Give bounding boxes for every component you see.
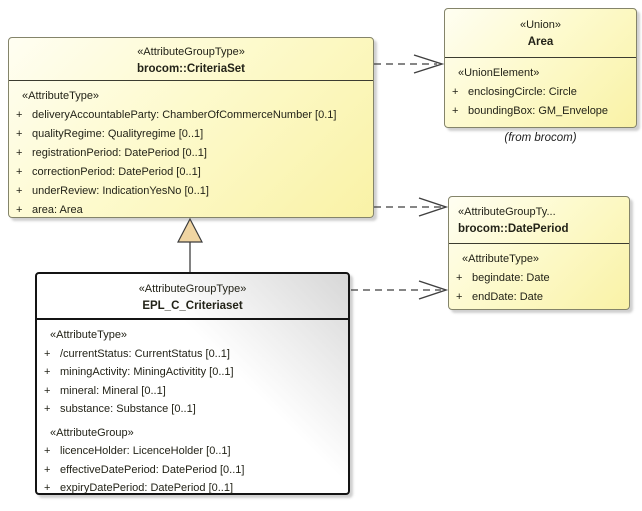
attribute-compartment: «AttributeType» + deliveryAccountablePart… — [9, 81, 373, 220]
class-stereotype: «AttributeGroupTy... — [458, 206, 556, 218]
attribute-row: + substance: Substance [0..1] — [37, 400, 348, 419]
visibility-marker: + — [16, 128, 23, 140]
attribute-compartment: «AttributeType» + begindate: Date + endDat… — [449, 244, 629, 307]
attribute-row: + /currentStatus: CurrentStatus [0..1] — [37, 345, 348, 364]
generalization-arrow-epl-criteriaset — [177, 217, 203, 272]
attribute-row: + area: Area — [9, 201, 373, 220]
attribute-stereotype-label: «AttributeType» — [50, 329, 128, 341]
class-box-epl-c-criteriaset[interactable]: «AttributeGroupType» EPL_C_Criteriaset «… — [35, 272, 350, 495]
attribute-row: + miningActivity: MiningActivitity [0..1] — [37, 363, 348, 382]
class-name: brocom::CriteriaSet — [137, 63, 245, 75]
attribute-text: deliveryAccountableParty: ChamberOfComme… — [32, 109, 337, 121]
attribute-text: enclosingCircle: Circle — [468, 86, 577, 98]
attribute-row: + begindate: Date — [449, 269, 629, 288]
visibility-marker: + — [456, 272, 463, 284]
visibility-marker: + — [44, 445, 51, 457]
attribute-text: expiryDatePeriod: DatePeriod [0..1] — [60, 482, 234, 494]
visibility-marker: + — [16, 166, 23, 178]
attribute-row: + endDate: Date — [449, 288, 629, 307]
visibility-marker: + — [44, 347, 51, 360]
class-stereotype: «AttributeGroupType» — [137, 46, 245, 58]
visibility-marker: + — [452, 105, 459, 117]
attribute-row: + correctionPeriod: DatePeriod [0..1] — [9, 163, 373, 182]
attribute-text: qualityRegime: Qualityregime [0..1] — [32, 128, 204, 140]
visibility-marker: + — [44, 482, 51, 494]
visibility-marker: + — [44, 366, 51, 378]
attribute-text: mineral: Mineral [0..1] — [60, 384, 166, 397]
visibility-marker: + — [44, 403, 51, 415]
attribute-row: + licenceHolder: LicenceHolder [0..1] — [37, 442, 348, 461]
visibility-marker: + — [452, 86, 459, 98]
attribute-text: registrationPeriod: DatePeriod [0..1] — [32, 147, 207, 159]
attribute-row: + underReview: IndicationYesNo [0..1] — [9, 182, 373, 201]
attribute-row: + deliveryAccountableParty: ChamberOfComm… — [9, 106, 373, 125]
attribute-text: licenceHolder: LicenceHolder [0..1] — [60, 445, 231, 457]
attribute-row: + enclosingCircle: Circle — [445, 83, 636, 102]
attribute-text: correctionPeriod: DatePeriod [0..1] — [32, 166, 201, 178]
dependency-arrow-criteriaset-area — [374, 54, 445, 74]
visibility-marker: + — [44, 463, 51, 476]
class-stereotype: «AttributeGroupType» — [138, 283, 247, 295]
class-box-date-period[interactable]: «AttributeGroupTy... brocom::DatePeriod … — [448, 196, 630, 310]
attribute-text: endDate: Date — [472, 291, 543, 303]
attribute-text: substance: Substance [0..1] — [60, 403, 196, 415]
class-stereotype: «Union» — [520, 19, 561, 31]
attribute-stereotype-label: «AttributeType» — [462, 253, 540, 265]
attribute-stereotype-label: «UnionElement» — [458, 67, 540, 79]
from-package-caption: (from brocom) — [504, 132, 577, 144]
attribute-stereotype-label: «AttributeType» — [22, 90, 100, 102]
class-name: brocom::DatePeriod — [458, 223, 569, 235]
visibility-marker: + — [44, 384, 51, 397]
class-header: «AttributeGroupTy... brocom::DatePeriod — [449, 197, 629, 244]
class-header: «AttributeGroupType» EPL_C_Criteriaset — [37, 274, 348, 320]
attribute-compartment: «UnionElement» +enclosingCircle: Circle … — [445, 58, 636, 121]
attribute-stereotype-label: «AttributeGroup» — [50, 426, 134, 439]
attribute-compartment: «AttributeType» + /currentStatus: Current… — [37, 320, 348, 498]
attribute-text: effectiveDatePeriod: DatePeriod [0..1] — [60, 463, 245, 476]
dependency-arrow-criteriaset-dateperiod — [374, 197, 449, 217]
attribute-row: + expiryDatePeriod: DatePeriod [0..1] — [37, 479, 348, 498]
attribute-text: miningActivity: MiningActivitity [0..1] — [60, 366, 234, 378]
attribute-text: begindate: Date — [472, 272, 550, 284]
attribute-text: /currentStatus: CurrentStatus [0..1] — [60, 347, 230, 360]
attribute-row: + mineral: Mineral [0..1] — [37, 382, 348, 401]
class-header: «AttributeGroupType» brocom::CriteriaSet — [9, 38, 373, 81]
attribute-row: + registrationPeriod: DatePeriod [0..1] — [9, 144, 373, 163]
attribute-text: underReview: IndicationYesNo [0..1] — [32, 185, 209, 197]
class-name: Area — [527, 36, 554, 48]
attribute-text: boundingBox: GM_Envelope — [468, 105, 609, 117]
class-box-criteria-set[interactable]: «AttributeGroupType» brocom::CriteriaSet… — [8, 37, 374, 218]
visibility-marker: + — [456, 291, 463, 303]
visibility-marker: + — [16, 109, 23, 121]
class-header: «Union» Area — [445, 9, 636, 58]
visibility-marker: + — [16, 147, 23, 159]
attribute-row: + effectiveDatePeriod: DatePeriod [0..1] — [37, 461, 348, 480]
visibility-marker: + — [16, 185, 23, 197]
attribute-row: + boundingBox: GM_Envelope — [445, 102, 636, 121]
attribute-row: + qualityRegime: Qualityregime [0..1] — [9, 125, 373, 144]
dependency-arrow-epl-dateperiod — [351, 280, 449, 300]
visibility-marker: + — [16, 204, 23, 216]
attribute-text: area: Area — [32, 204, 83, 216]
class-name: EPL_C_Criteriaset — [142, 300, 243, 312]
class-box-area[interactable]: «Union» Area «UnionElement» + enclosingCi… — [444, 8, 637, 128]
